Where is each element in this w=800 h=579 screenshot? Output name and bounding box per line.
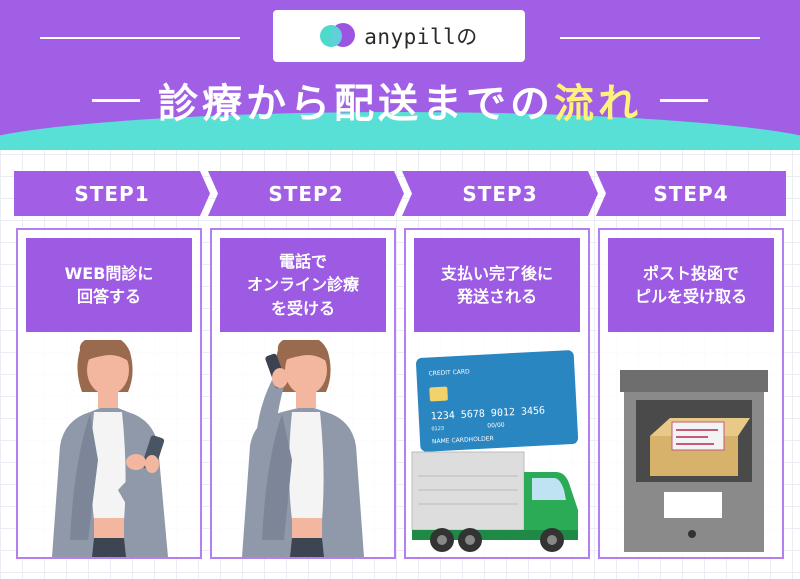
step3-banner: STEP3: [402, 171, 598, 216]
header-banner: anypillの 診療から配送までの流れ: [0, 0, 800, 150]
step2-panel: 電話で オンライン診療 を受ける: [210, 228, 396, 559]
credit-card-icon: CREDIT CARD 1234 5678 9012 3456 0123 00/…: [416, 350, 579, 452]
title-main: 診療から配送までの: [158, 81, 554, 127]
step1-panel: WEB問診に 回答する: [16, 228, 202, 559]
step1-line2: 回答する: [76, 287, 141, 306]
delivery-truck-icon: [411, 451, 578, 552]
mailbox-illustration: [600, 340, 782, 557]
title-dash-left: [92, 98, 140, 102]
step4-panel: ポスト投函で ピルを受け取る: [598, 228, 784, 559]
step3-description: 支払い完了後に 発送される: [414, 238, 580, 332]
step2-line2: オンライン診療: [246, 275, 359, 295]
card-truck-illustration: CREDIT CARD 1234 5678 9012 3456 0123 00/…: [406, 340, 588, 557]
step1-label: STEP1: [74, 181, 150, 206]
page-title: 診療から配送までの流れ: [0, 68, 800, 132]
step2-line1: 電話で: [278, 252, 327, 272]
step2-description: 電話で オンライン診療 を受ける: [220, 238, 386, 332]
step1-line1: WEB問診に: [64, 263, 154, 283]
step4-banner: STEP4: [596, 171, 786, 216]
step3-label: STEP3: [462, 181, 538, 206]
step2-line3: を受ける: [270, 298, 335, 318]
step1-banner: STEP1: [14, 171, 210, 216]
woman-call-illustration: [212, 335, 394, 557]
step3-panel: 支払い完了後に 発送される CREDIT CARD 1234 5678 9012…: [404, 228, 590, 559]
logo-box: anypillの: [273, 10, 525, 62]
step3-line2: 発送される: [456, 287, 537, 306]
woman-phone-illustration: [18, 335, 200, 557]
logo-text: anypillの: [364, 25, 478, 49]
title-dash-right: [660, 98, 708, 102]
step1-description: WEB問診に 回答する: [26, 238, 192, 332]
decor-line-left: [40, 37, 240, 39]
decor-line-right: [560, 37, 760, 39]
step2-label: STEP2: [268, 181, 344, 206]
step4-description: ポスト投函で ピルを受け取る: [608, 238, 774, 332]
anypill-logo-icon: [320, 21, 356, 51]
step4-line1: ポスト投函で: [642, 263, 739, 283]
card-brand: CREDIT CARD: [428, 368, 470, 377]
step4-label: STEP4: [653, 181, 729, 206]
card-prefix: 0123: [431, 426, 444, 433]
mailbox-icon: [620, 370, 768, 552]
title-accent: 流れ: [554, 81, 642, 127]
card-holder: NAME CARDHOLDER: [432, 435, 494, 445]
step4-line2: ピルを受け取る: [634, 287, 747, 306]
step3-line1: 支払い完了後に: [440, 263, 553, 283]
step2-banner: STEP2: [208, 171, 404, 216]
card-expiry: 00/00: [487, 422, 505, 430]
